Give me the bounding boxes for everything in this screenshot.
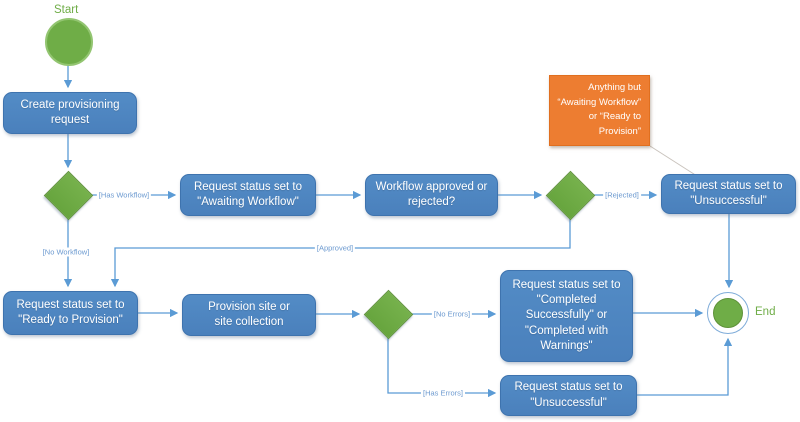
edge-label-no-workflow: [No Workflow]	[40, 247, 92, 257]
create-request-box: Create provisioning request	[3, 92, 137, 134]
ready-to-provision-box: Request status set to "Ready to Provisio…	[3, 291, 138, 335]
awaiting-workflow-label: Request status set to "Awaiting Workflow…	[193, 180, 303, 208]
callout-leader-line	[649, 145, 698, 177]
unsuccessful-bottom-label: Request status set to "Unsuccessful"	[514, 381, 623, 409]
status-callout-note: Anything but “Awaiting Workflow” or “Rea…	[549, 75, 650, 146]
start-label: Start	[54, 4, 79, 16]
connector-unsuccessful-bottom-to-end	[637, 337, 733, 396]
workflow-question-box: Workflow approved or rejected?	[365, 174, 498, 216]
end-node-inner-circle	[713, 298, 743, 328]
edge-label-rejected: [Rejected]	[603, 190, 641, 200]
ready-to-provision-label: Request status set to "Ready to Provisio…	[16, 298, 125, 326]
awaiting-workflow-box: Request status set to "Awaiting Workflow…	[180, 174, 316, 216]
unsuccessful-top-label: Request status set to "Unsuccessful"	[674, 179, 783, 207]
end-node	[707, 292, 749, 334]
provision-site-box: Provision site or site collection	[182, 294, 316, 336]
unsuccessful-top-box: Request status set to "Unsuccessful"	[661, 174, 796, 214]
completed-box: Request status set to "Completed Success…	[500, 270, 633, 362]
completed-label: Request status set to "Completed Success…	[512, 279, 621, 352]
connector-has-errors	[387, 338, 497, 398]
edge-label-approved: [Approved]	[314, 243, 356, 253]
workflow-question-label: Workflow approved or rejected?	[375, 180, 488, 208]
start-node	[45, 18, 93, 66]
edge-label-no-errors: [No Errors]	[431, 309, 473, 319]
end-label: End	[755, 306, 776, 318]
create-request-label: Create provisioning request	[20, 98, 120, 126]
unsuccessful-bottom-box: Request status set to "Unsuccessful"	[500, 375, 637, 416]
provision-site-label: Provision site or site collection	[208, 300, 290, 328]
edge-label-has-workflow: [Has Workflow]	[96, 190, 152, 200]
edge-label-has-errors: [Has Errors]	[420, 388, 466, 398]
